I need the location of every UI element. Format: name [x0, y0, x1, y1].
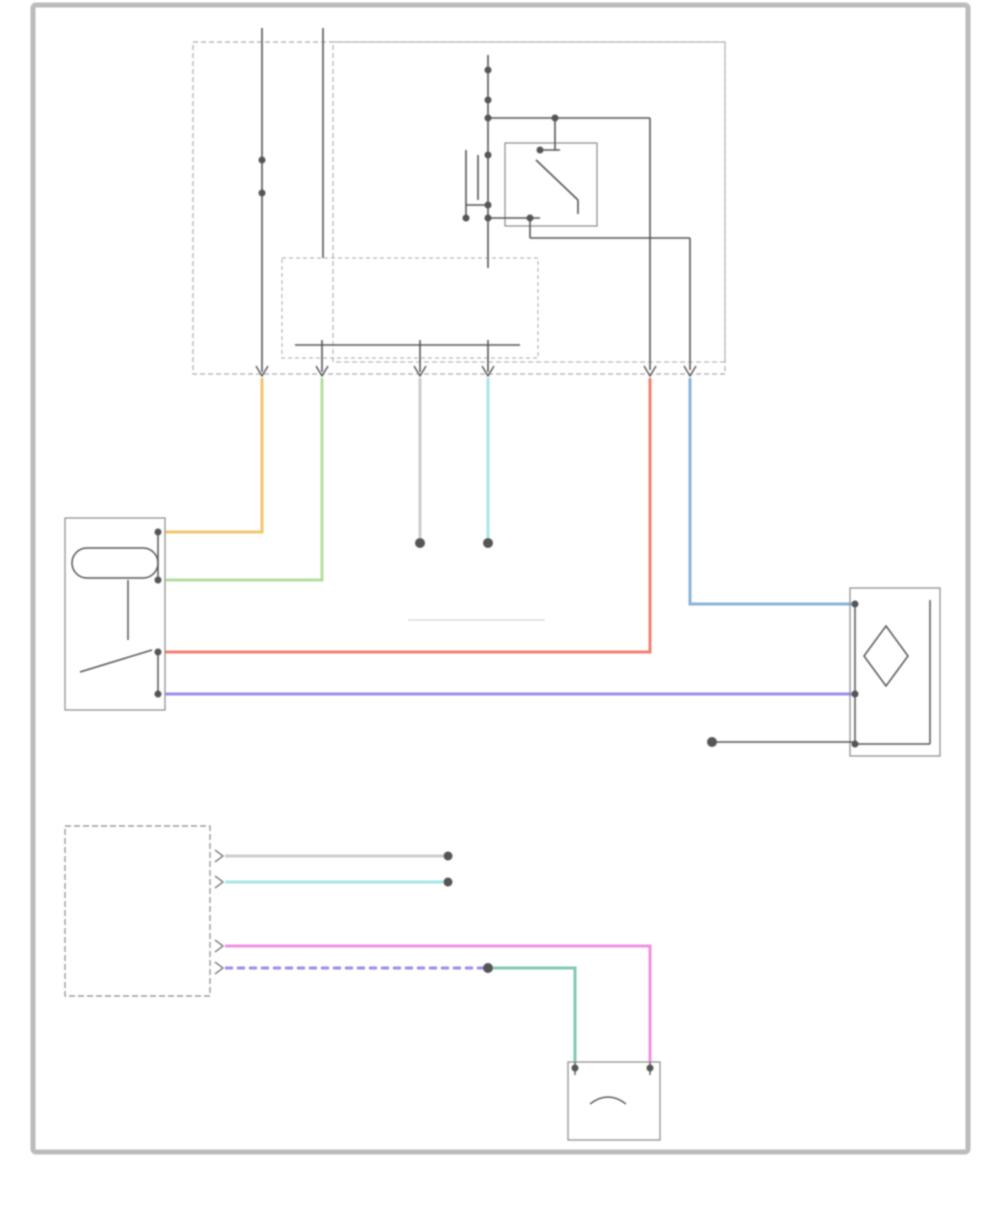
switch-internals	[71, 532, 159, 694]
relay-internals	[465, 55, 691, 370]
fuse-box-outline	[192, 41, 726, 375]
fuse-symbols	[258, 156, 266, 197]
pump-pins	[851, 600, 859, 748]
bottom-sensor-pins	[571, 1064, 654, 1072]
bottom-sensor-internals	[574, 1062, 651, 1105]
module-box-outline	[332, 41, 726, 363]
switch-pins	[154, 528, 162, 698]
wire-orange	[165, 378, 264, 534]
ground-point	[707, 737, 717, 747]
module-lines	[261, 28, 520, 372]
outer-frame	[30, 2, 971, 1155]
data-link-connector	[443, 851, 453, 887]
wire-light-green	[165, 378, 324, 582]
pump-internals	[854, 600, 931, 745]
bottom-sensor-box	[567, 1061, 661, 1141]
relay-box	[504, 142, 598, 227]
wire-red	[165, 378, 652, 654]
switch-component-box	[64, 517, 166, 711]
pump-component-box	[849, 587, 941, 757]
control-module-pins	[214, 849, 224, 975]
fuse-box-pins	[255, 365, 697, 378]
wire-teal	[488, 966, 577, 1062]
relay-nodes	[462, 66, 559, 222]
wire-blue	[688, 378, 855, 606]
sensor-connector	[415, 538, 493, 548]
ground-point-bottom	[483, 963, 493, 973]
internal-module-box	[281, 257, 539, 359]
control-module-box	[64, 825, 211, 997]
wire-cm-pink	[225, 944, 652, 1062]
